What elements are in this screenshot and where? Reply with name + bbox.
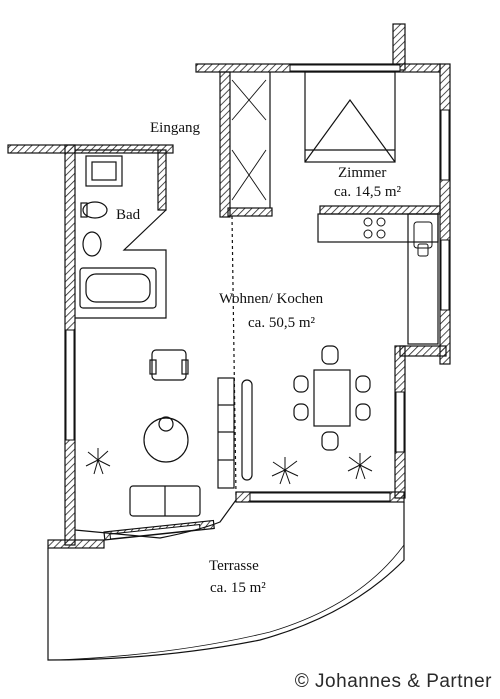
wall-bath-right [157,149,167,211]
label-terrasse-area: ca. 15 m² [210,580,266,596]
sink-icon [413,221,433,257]
wall-column-top [392,23,406,71]
toilet-icon [82,201,108,219]
walls [7,23,451,549]
window-living-bottom [249,492,391,502]
lounge-icon [129,349,201,517]
wall-right-zimmer [439,63,451,365]
wall-right-step [399,345,447,357]
closet-icon [231,79,267,201]
wall-zimmer-bottom [319,205,441,215]
window-living-right-a [440,239,450,311]
wall-closet-bottom [227,207,273,217]
label-wohnen: Wohnen/ Kochen [219,291,324,307]
copyright-watermark: © Johannes & Partner [294,671,492,692]
window-zimmer-right [440,109,450,181]
living-curve [74,499,237,539]
divider-dashed [231,215,237,496]
shower-inner [91,161,117,181]
window-living-right-b [395,391,405,453]
label-zimmer-area: ca. 14,5 m² [334,184,401,200]
kitchen-side [407,213,439,345]
window-zimmer-top [289,64,401,72]
label-bad: Bad [116,207,141,223]
kitchen-counter [317,213,439,243]
label-zimmer: Zimmer [338,165,386,181]
wall-entrance-top [7,144,174,154]
terrace-curve [47,502,405,661]
bath-partition [75,209,167,319]
wall-zimmer-left [219,71,231,218]
stove-icon [363,217,386,239]
bed-icon [304,71,396,163]
terrace-inner [57,544,405,661]
bathtub-icon [79,267,157,309]
interior-lines [47,72,439,661]
wall-bottom-left-a [47,539,105,549]
dining-table-icon [293,345,371,451]
bath-fixtures [79,155,157,309]
shower-icon [85,155,123,187]
window-left-a [65,329,75,441]
label-terrasse: Terrasse [209,558,259,574]
washbasin-icon [82,231,102,257]
windows [65,64,450,540]
plant-icon [85,448,373,485]
sofa-icon [217,377,253,489]
label-wohnen-area: ca. 50,5 m² [248,315,315,331]
label-eingang: Eingang [150,120,200,136]
